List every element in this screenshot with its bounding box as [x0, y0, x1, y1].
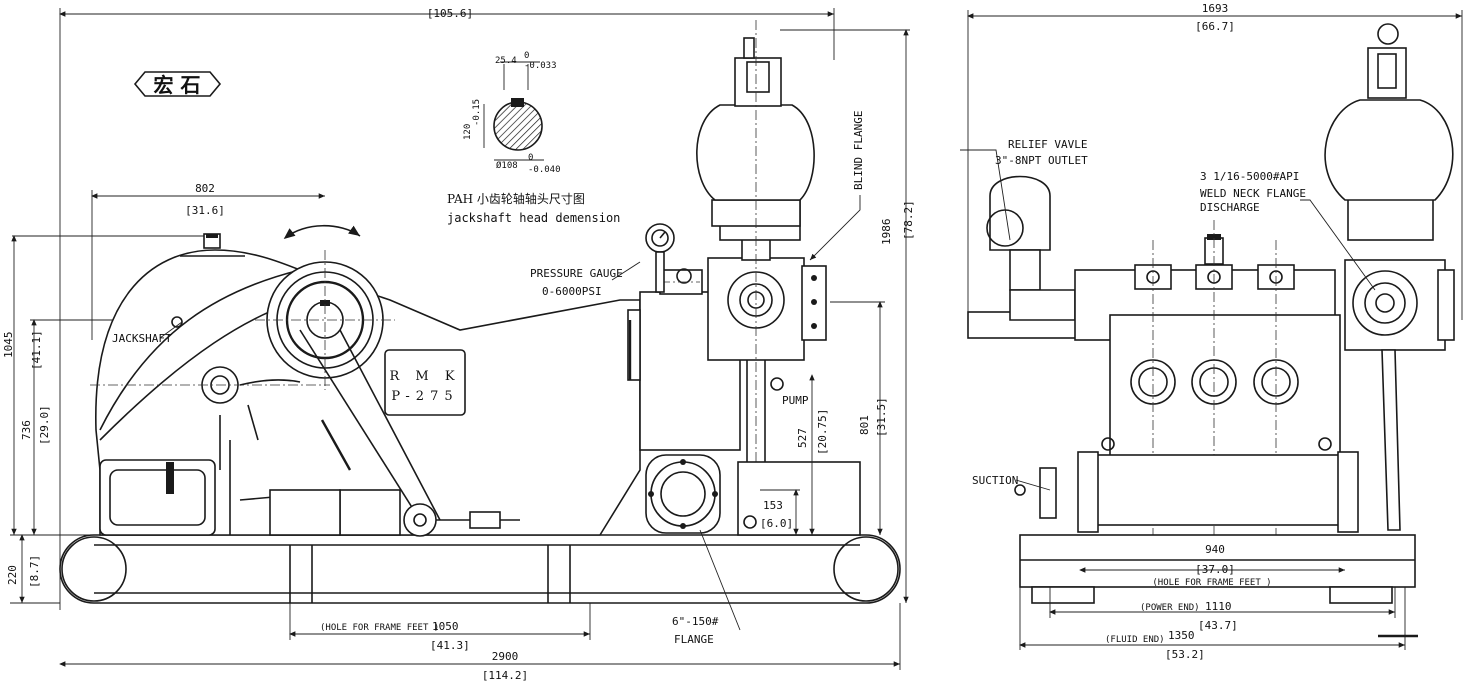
dim-1050-in: [41.3] [430, 639, 470, 652]
dampener-assembly [696, 20, 827, 535]
key-width-label: 25.4 [495, 56, 517, 66]
detail-title-en: jackshaft head demension [447, 211, 620, 225]
dim-1050-mm: 1050 [432, 620, 459, 633]
dim-total-width-top: [105.6] [59, 7, 835, 610]
dim-1350-in: [53.2] [1165, 648, 1205, 661]
nameplate: R M K P-275 [384, 349, 466, 416]
dim-801-mm: 801 [858, 415, 871, 435]
lube-lines [239, 329, 520, 537]
key-tol: -0.033 [524, 61, 557, 71]
dim-527-mm: 527 [796, 428, 809, 448]
side-suction-manifold: SUCTION [972, 451, 1359, 533]
dim-2900-in: [114.2] [482, 669, 528, 682]
pump-label: PUMP [782, 394, 809, 407]
side-view: 1693 [66.7] RELIEF VAVLE 3"-8NPT OUTLET [960, 2, 1463, 661]
dim-1693-mm: 1693 [1202, 2, 1229, 15]
crank-wheel [255, 250, 395, 390]
filler-cap [180, 233, 245, 257]
logo-text: 宏 石 [154, 73, 201, 97]
key-tol-top: 0 [524, 51, 529, 61]
dim-1045-mm: 1045 [2, 332, 15, 359]
dim-2900-mm: 2900 [492, 650, 519, 663]
flange-label: FLANGE [674, 633, 714, 646]
dim-527-in: [20.75] [816, 409, 829, 455]
dim-105-6-label: [105.6] [427, 7, 473, 20]
dim-802-in: [31.6] [185, 204, 225, 217]
dim-1693: 1693 [66.7] [967, 2, 1463, 320]
dim-right-verticals: 1986 [78.2] 801 [31.5] 527 [20.75] 153 [… [760, 29, 915, 603]
dim-802-mm: 802 [195, 182, 215, 195]
dim-1350-mm: 1350 [1168, 629, 1195, 642]
jackshaft-label: JACKSHAFT [112, 332, 172, 345]
jackshaft-callout: JACKSHAFT [112, 316, 183, 345]
dim-736-mm: 736 [20, 420, 33, 440]
dim-802: 802 [31.6] [91, 182, 325, 340]
relief-outlet-label: 3"-8NPT OUTLET [995, 154, 1088, 167]
rotation-arrow [283, 224, 361, 239]
dim-153-mm: 153 [763, 499, 783, 512]
blind-flange-callout: BLIND FLANGE [809, 111, 865, 261]
power-end-frame [95, 249, 641, 536]
detail-title-cn: PAH 小齿轮轴轴头尺寸图 [447, 191, 585, 206]
dim-1110-in: [43.7] [1198, 619, 1238, 632]
side-dims: 940 [37.0] (HOLE FOR FRAME FEET ) (POWER… [1019, 543, 1418, 661]
weld-neck-label: WELD NECK FLANGE [1200, 187, 1306, 200]
relief-valve-label: RELIEF VAVLE [1008, 138, 1087, 151]
dim-1986-in: [78.2] [902, 200, 915, 240]
dim-220-mm: 220 [6, 565, 19, 585]
dim-153-in: [6.0] [760, 517, 793, 530]
dim-736-in: [29.0] [38, 405, 51, 445]
discharge-label: DISCHARGE [1200, 201, 1260, 214]
suction-label: SUCTION [972, 474, 1018, 487]
fluid-end-label: (FLUID END) [1105, 635, 1165, 645]
dim-bottom: (HOLE FOR FRAME FEET ) 1050 [41.3] 2900 … [59, 603, 901, 682]
jackshaft-fitting [90, 366, 330, 441]
dia-tol: -0.040 [528, 165, 561, 175]
company-logo: 宏 石 [133, 71, 222, 97]
skid-base [59, 534, 901, 604]
pressure-range-label: 0-6000PSI [542, 285, 602, 298]
dim-1110-mm: 1110 [1205, 600, 1232, 613]
plate-line2: P-275 [391, 389, 458, 404]
shaft-section [493, 101, 543, 151]
dim-940-mm: 940 [1205, 543, 1225, 556]
side-dampener: 3 1/16-5000#API WELD NECK FLANGE DISCHAR… [1200, 23, 1455, 531]
hole-frame-label: (HOLE FOR FRAME FEET ) [320, 623, 439, 633]
plate-line1: R M K [389, 369, 460, 384]
jackshaft-head-detail: 25.4 0 -0.033 120 -0.15 Ø108 0 -0.040 PA… [447, 51, 620, 225]
relief-valve: RELIEF VAVLE 3"-8NPT OUTLET [960, 138, 1088, 339]
frame-hole-label: (HOLE FOR FRAME FEET ) [1152, 578, 1271, 588]
suction-flange: 6"-150# FLANGE [645, 454, 741, 646]
dim-1045-in: [41.1] [30, 330, 43, 370]
dim-1693-in: [66.7] [1195, 20, 1235, 33]
pump-block: PUMP [737, 360, 861, 536]
discharge-size-label: 3 1/16-5000#API [1200, 170, 1299, 183]
power-end-label: (POWER END) [1140, 603, 1200, 613]
dim-220-in: [8.7] [28, 555, 41, 588]
side-power-end [1074, 220, 1341, 540]
dia-tol-top: 0 [528, 153, 533, 163]
dim-940-in: [37.0] [1195, 563, 1235, 576]
blind-flange-label: BLIND FLANGE [852, 111, 865, 190]
dim-1986-mm: 1986 [880, 219, 893, 246]
diameter-label: Ø108 [496, 160, 518, 171]
fluid-end [627, 268, 741, 451]
depth-tol: -0.15 [472, 99, 482, 126]
side-base [1019, 534, 1416, 604]
depth-label: 120 [463, 124, 473, 140]
pressure-gauge-label: PRESSURE GAUGE [530, 267, 623, 280]
front-view: [105.6] 宏 石 25.4 0 -0.033 120 -0.15 Ø108… [2, 7, 915, 682]
dim-801-in: [31.5] [875, 397, 888, 437]
flange-size-label: 6"-150# [672, 615, 719, 628]
pressure-gauge: PRESSURE GAUGE 0-6000PSI [530, 223, 675, 298]
